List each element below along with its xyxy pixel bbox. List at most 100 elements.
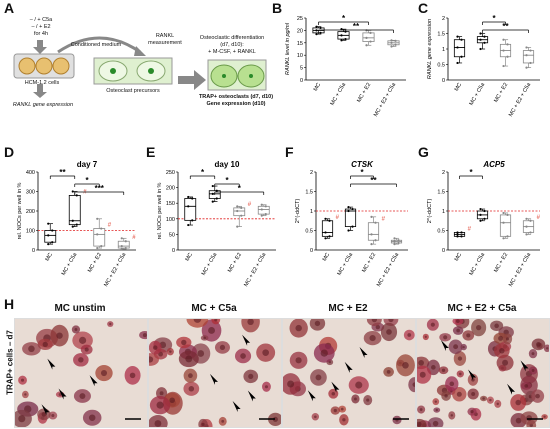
- category-label: MC: [454, 82, 463, 92]
- micrograph-1: [14, 318, 148, 428]
- significance-label: *: [492, 14, 496, 23]
- data-point: [456, 61, 459, 65]
- y-tick-label: 300: [26, 190, 35, 196]
- data-point: [236, 205, 239, 208]
- data-point: [324, 217, 327, 220]
- image-title-1: MC unstim: [54, 303, 106, 314]
- cell-nucleus: [340, 407, 344, 411]
- panel-letter-b: B: [272, 0, 283, 16]
- input-time: for 4h: [33, 31, 49, 37]
- data-point: [479, 38, 482, 41]
- hash-marker: #: [468, 226, 472, 232]
- significance-label: *: [201, 168, 205, 177]
- y-tick-label: 1.5: [437, 190, 445, 196]
- cell-nucleus: [443, 335, 448, 340]
- data-point: [351, 225, 354, 228]
- gene-expression-label: RANKL gene expression: [12, 102, 74, 108]
- significance-label: **: [59, 168, 66, 177]
- precursor-label: Osteoclast precursors: [106, 88, 160, 94]
- data-point: [479, 207, 482, 211]
- cell-nucleus: [470, 410, 474, 414]
- cell-nucleus: [315, 374, 322, 381]
- data-point: [315, 33, 318, 36]
- y-tick-label: 20: [297, 28, 303, 34]
- chart-title: ACP5: [482, 160, 505, 169]
- data-point: [502, 49, 505, 52]
- cell-nucleus: [386, 329, 392, 335]
- data-point: [479, 47, 482, 51]
- data-point: [525, 46, 528, 49]
- input-c5a: – / + C5a: [29, 17, 53, 23]
- category-label: MC: [313, 82, 322, 92]
- cell-nucleus: [208, 327, 215, 334]
- cell: [149, 353, 159, 366]
- hash-marker: #: [382, 217, 386, 223]
- cell-nucleus: [366, 398, 370, 402]
- significance-label: ***: [95, 184, 105, 193]
- y-tick-label: 2: [442, 16, 445, 22]
- data-point: [529, 231, 532, 234]
- cell-nucleus: [459, 372, 462, 376]
- y-axis-label: 2^(-ddCT): [295, 199, 301, 224]
- micrograph-2: [148, 318, 282, 428]
- cell-nucleus: [142, 333, 147, 338]
- cell-nucleus: [74, 328, 78, 331]
- significance-label: *: [469, 168, 473, 177]
- cells-label: HCM-1.2 cells: [24, 80, 60, 86]
- cell-nucleus: [264, 385, 268, 389]
- data-point: [51, 229, 54, 232]
- category-label: MC: [185, 252, 194, 262]
- cell-nucleus: [453, 344, 459, 350]
- data-point: [260, 208, 263, 211]
- hash-marker: #: [132, 235, 136, 241]
- data-point: [390, 45, 393, 48]
- cell-nucleus: [543, 415, 546, 418]
- data-point: [324, 237, 327, 240]
- data-point: [71, 225, 74, 228]
- cell-nucleus: [78, 336, 87, 344]
- box: [499, 214, 512, 237]
- data-point: [397, 239, 400, 242]
- cell: [241, 319, 260, 333]
- box: [367, 222, 380, 241]
- data-point: [191, 197, 194, 200]
- arrow-icon: [468, 369, 477, 381]
- data-point: [456, 235, 459, 238]
- cell-nucleus: [456, 328, 460, 333]
- cell-nucleus: [471, 392, 476, 396]
- y-axis-label: rel. NOCs per well in %: [157, 182, 163, 239]
- hash-marker: #: [248, 202, 252, 208]
- cell-nucleus: [402, 362, 409, 369]
- box: [321, 220, 334, 237]
- significance-label: *: [238, 184, 242, 193]
- arrow-icon: [58, 388, 67, 400]
- cell-nucleus: [158, 351, 163, 357]
- cell-nucleus: [536, 341, 541, 347]
- y-tick-label: 0: [300, 78, 303, 84]
- y-tick-label: 2: [310, 170, 313, 176]
- cell-nucleus: [444, 394, 448, 398]
- data-point: [100, 245, 103, 248]
- data-point: [394, 39, 397, 42]
- data-point: [47, 234, 50, 237]
- arrow-icon: [520, 360, 529, 372]
- cell-nucleus: [78, 357, 84, 363]
- data-point: [370, 233, 373, 236]
- y-tick-label: 0: [32, 248, 35, 254]
- cell-nucleus: [214, 319, 218, 322]
- category-label: MC + E2: [493, 82, 509, 104]
- data-point: [96, 246, 99, 250]
- data-point: [460, 38, 463, 41]
- data-point: [390, 39, 393, 42]
- cell-nucleus: [388, 319, 394, 323]
- data-point: [502, 237, 505, 240]
- y-tick-label: 0: [442, 78, 445, 84]
- arrow-icon: [89, 375, 98, 387]
- data-point: [215, 197, 218, 200]
- category-label: MC + E2 + C5a: [103, 251, 128, 288]
- cell-nucleus: [515, 417, 522, 424]
- arrow-icon: [331, 381, 340, 393]
- cell-nucleus: [88, 414, 96, 421]
- cell-nucleus: [457, 356, 463, 361]
- cell-nucleus: [386, 370, 391, 374]
